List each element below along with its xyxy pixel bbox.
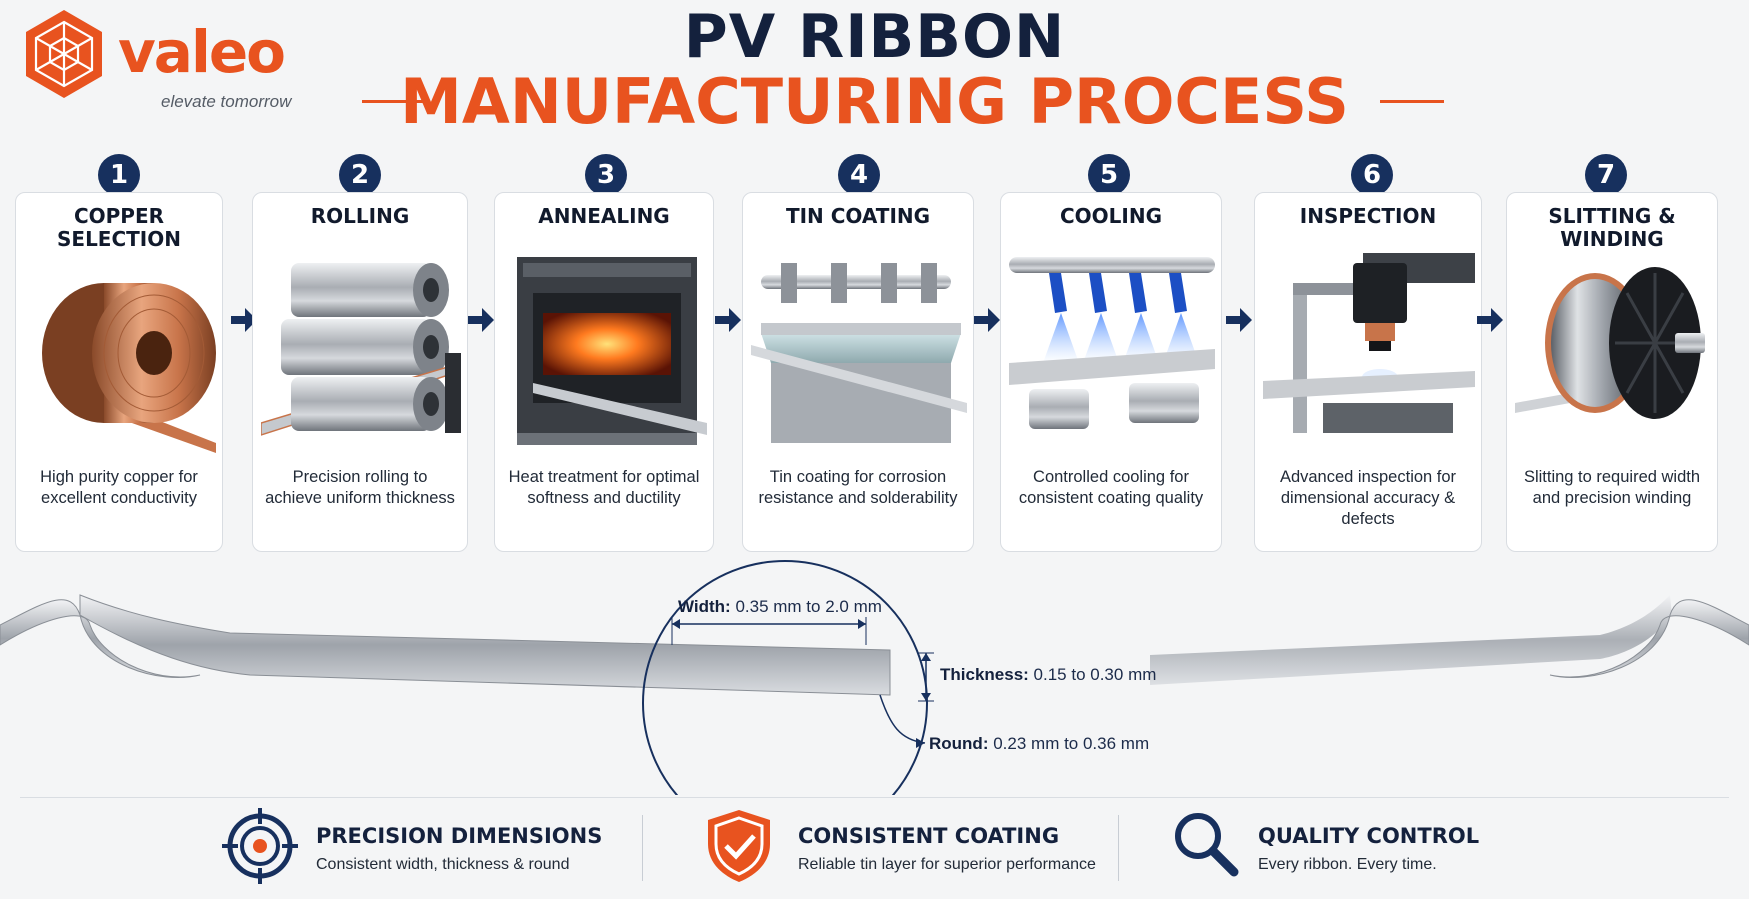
- feature-separator: [642, 815, 643, 881]
- magnifier-icon: [1175, 813, 1239, 877]
- step-description: Tin coating for corrosion resistance and…: [758, 468, 958, 507]
- step-number-7: 7: [1585, 154, 1627, 196]
- spec-width: Width: 0.35 mm to 2.0 mm: [678, 597, 882, 617]
- feature-precision-dimensions: PRECISION DIMENSIONS Consistent width, t…: [222, 808, 622, 892]
- cooling-nozzles-icon: [1009, 257, 1215, 429]
- feature-consistent-coating: CONSISTENT COATING Reliable tin layer fo…: [704, 808, 1104, 892]
- step-number-1: 1: [98, 154, 140, 196]
- spool-icon: [1515, 267, 1705, 419]
- feature-quality-control: QUALITY CONTROL Every ribbon. Every time…: [1170, 808, 1570, 892]
- step-card-rolling: ROLLING Precision rolling to achieve uni…: [252, 192, 468, 552]
- arrow-right-icon: [231, 308, 257, 332]
- brand-tagline: elevate tomorrow: [161, 92, 292, 111]
- feature-title: PRECISION DIMENSIONS: [316, 824, 603, 848]
- step-title: TIN COATING: [785, 204, 931, 228]
- spec-thickness-value: 0.15 to 0.30 mm: [1033, 665, 1157, 684]
- step-title: COPPER SELECTION: [57, 204, 181, 251]
- shield-check-icon: [708, 810, 770, 882]
- step-number-3: 3: [585, 154, 627, 196]
- brand-name: valeo: [118, 18, 286, 86]
- step-description: Heat treatment for optimal softness and …: [508, 468, 700, 507]
- arrow-right-icon: [715, 308, 741, 332]
- step-description: Advanced inspection for dimensional accu…: [1279, 468, 1457, 528]
- spec-round-label: Round:: [929, 734, 989, 753]
- step-card-annealing: ANNEALING Heat treatment for optimal sof…: [494, 192, 714, 552]
- feature-separator: [1118, 815, 1119, 881]
- ribbon-illustration: [0, 560, 1749, 795]
- step-number-5: 5: [1088, 154, 1130, 196]
- spec-width-label: Width:: [678, 597, 731, 616]
- step-card-inspection: INSPECTION Advanced inspection for dimen…: [1254, 192, 1482, 552]
- feature-subtitle: Consistent width, thickness & round: [316, 856, 570, 873]
- arrow-right-icon: [974, 308, 1000, 332]
- feature-subtitle: Reliable tin layer for superior performa…: [798, 856, 1096, 873]
- step-card-copper-selection: COPPER SELECTION High purity copper for …: [15, 192, 223, 552]
- feature-title: QUALITY CONTROL: [1258, 824, 1480, 848]
- step-number-2: 2: [339, 154, 381, 196]
- arrow-right-icon: [1477, 308, 1503, 332]
- spec-width-value: 0.35 mm to 2.0 mm: [735, 597, 882, 616]
- tin-bath-icon: [751, 263, 967, 443]
- rolling-mill-icon: [261, 263, 461, 436]
- page-title-line1: PV RIBBON: [683, 2, 1066, 72]
- step-description: High purity copper for excellent conduct…: [40, 468, 198, 507]
- step-title: COOLING: [1059, 204, 1163, 228]
- spec-round: Round: 0.23 mm to 0.36 mm: [929, 734, 1149, 754]
- step-title: SLITTING & WINDING: [1548, 204, 1676, 251]
- target-icon: [222, 808, 298, 884]
- step-title: INSPECTION: [1299, 204, 1437, 228]
- title-rule-right: [1380, 100, 1444, 103]
- title-rule-left: [362, 100, 426, 103]
- page-title-line2: MANUFACTURING PROCESS: [400, 65, 1349, 138]
- step-card-cooling: COOLING Controlled cooling for consisten…: [1000, 192, 1222, 552]
- brand-logo: valeo elevate tomorrow: [18, 8, 318, 111]
- step-description: Precision rolling to achieve uniform thi…: [265, 468, 455, 507]
- feature-title: CONSISTENT COATING: [798, 824, 1060, 848]
- spec-round-value: 0.23 mm to 0.36 mm: [993, 734, 1150, 753]
- annealing-furnace-icon: [517, 257, 707, 445]
- step-description: Slitting to required width and precision…: [1523, 468, 1701, 507]
- features-divider: [20, 797, 1729, 798]
- feature-subtitle: Every ribbon. Every time.: [1258, 856, 1437, 873]
- spec-thickness-label: Thickness:: [940, 665, 1029, 684]
- inspection-camera-icon: [1263, 253, 1475, 433]
- arrow-right-icon: [468, 308, 494, 332]
- spec-thickness: Thickness: 0.15 to 0.30 mm: [940, 665, 1156, 685]
- valeo-hexagon-icon: [26, 10, 102, 98]
- arrow-right-icon: [1226, 308, 1252, 332]
- copper-coil-icon: [42, 283, 216, 453]
- step-description: Controlled cooling for consistent coatin…: [1018, 468, 1204, 507]
- step-number-4: 4: [838, 154, 880, 196]
- step-title: ANNEALING: [538, 204, 670, 228]
- step-card-tin-coating: TIN COATING Tin coating for corrosion re…: [742, 192, 974, 552]
- step-card-slitting-winding: SLITTING & WINDING Slitting to required …: [1506, 192, 1718, 552]
- step-title: ROLLING: [310, 204, 410, 228]
- step-number-6: 6: [1351, 154, 1393, 196]
